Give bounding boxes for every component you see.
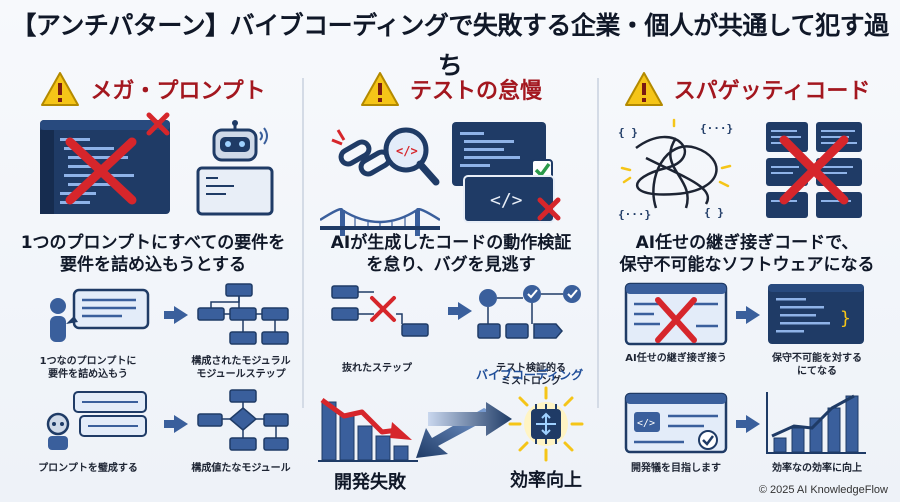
fail-label: 開発失敗: [334, 472, 406, 493]
arrow-right-icon: [736, 306, 760, 324]
code-stack-error-icon: [766, 122, 862, 218]
chip-burst-icon: [508, 386, 584, 462]
svg-text:{ }: { }: [618, 126, 638, 139]
headline-line-1: 1つのプロンプトにすべての要件を: [20, 233, 286, 253]
code-editor-icon: }: [768, 284, 864, 344]
code-icon: </>: [637, 418, 655, 429]
close-icon: [146, 112, 170, 136]
column-mega-prompt: メガ・プロンプト: [8, 62, 298, 502]
decision-flow-icon: [197, 389, 289, 451]
column-header: スパゲッティコード: [602, 68, 892, 110]
column-divider-left: [302, 78, 304, 408]
person-speech-icon: [50, 288, 150, 342]
patchwork-code-icon: [624, 282, 728, 346]
page-title: 【アンチパターン】バイブコーディングで失敗する企業・個人が共通して犯す過ち: [11, 11, 889, 80]
warning-icon: [360, 72, 399, 106]
headline-line-2: 要件を詰め込もうとする: [60, 255, 246, 275]
arrow-right-icon: [448, 302, 472, 320]
headline-line-1: AIが生成したコードの動作検証: [330, 233, 572, 253]
svg-text:{···}: {···}: [618, 208, 651, 221]
growth-chart-icon: [766, 392, 866, 454]
caption-4: 効率なの効率に向上: [772, 463, 862, 474]
caption-2: 構成されたモジュラル モジュールステップ: [191, 356, 291, 380]
caption-2: 保守不可能を対する にてなる: [772, 353, 862, 377]
tangled-code-icon: { } {···} {···} { }: [618, 118, 733, 221]
flow-diagram-icon: [197, 283, 289, 345]
arrow-right-large-icon: [428, 402, 512, 436]
column-title: メガ・プロンプト: [90, 79, 266, 104]
headline-line-2: を怠り、バグを見逃す: [366, 255, 536, 275]
success-label: 効率向上: [510, 470, 582, 491]
warning-icon: [624, 72, 663, 106]
caption-3: プロンプトを璧成する: [38, 463, 138, 474]
code-icon: </>: [396, 144, 418, 158]
caption-1: 抜れたステップ: [342, 363, 412, 374]
headline-line-1: AI任せの継ぎ接ぎコードで、: [635, 233, 859, 253]
broken-steps-icon: [331, 285, 429, 337]
warning-icon: [41, 72, 80, 106]
svg-text:{ }: { }: [704, 206, 724, 219]
column-test-neglect: テストの怠慢 </> </> AIが生成したコードの動作検証 を怠り、バグを見逃…: [306, 62, 596, 502]
declining-chart-icon: [318, 397, 418, 462]
copyright-text: © 2025 AI KnowledgeFlow: [758, 484, 888, 496]
svg-text:{···}: {···}: [700, 122, 733, 135]
caption-2: テスト検証的る ミストロング: [496, 363, 566, 387]
caption-3: 開発犠を目指します: [631, 463, 721, 474]
vibe-coding-label: バイブコーディング: [476, 368, 584, 382]
robot-chat-icon: [46, 391, 147, 450]
code-verify-icon: </>: [624, 392, 728, 454]
robot-icon: [196, 120, 274, 216]
caption-1: 1つなのプロンプトに 要件を詰め込もう: [39, 356, 137, 380]
caption-4: 構成値たなモジュール: [191, 463, 291, 474]
broken-chain-magnifier-icon: </>: [331, 127, 440, 186]
column-divider-right: [597, 78, 599, 408]
column-header: メガ・プロンプト: [8, 68, 298, 110]
code-icon: </>: [490, 190, 523, 211]
headline-line-2: 保守不可能なソフトウェアになる: [619, 255, 875, 275]
arrow-right-icon: [736, 415, 760, 433]
caption-1: AI任せの継ぎ接ぎ接う: [625, 353, 727, 364]
code-window-illustration: [40, 120, 170, 214]
arrow-right-icon: [164, 306, 188, 324]
column-header: テストの怠慢: [306, 68, 596, 110]
arrow-right-icon: [164, 415, 188, 433]
bridge-icon: [320, 208, 440, 236]
svg-text:}: }: [840, 308, 851, 329]
column-title: スパゲッティコード: [673, 79, 871, 104]
code-window-check-icon: </>: [452, 122, 561, 223]
column-spaghetti-code: スパゲッティコード { } {···} {···} { } AI任せ: [602, 62, 892, 502]
test-check-steps-icon: [477, 285, 581, 339]
column-title: テストの怠慢: [409, 79, 542, 104]
